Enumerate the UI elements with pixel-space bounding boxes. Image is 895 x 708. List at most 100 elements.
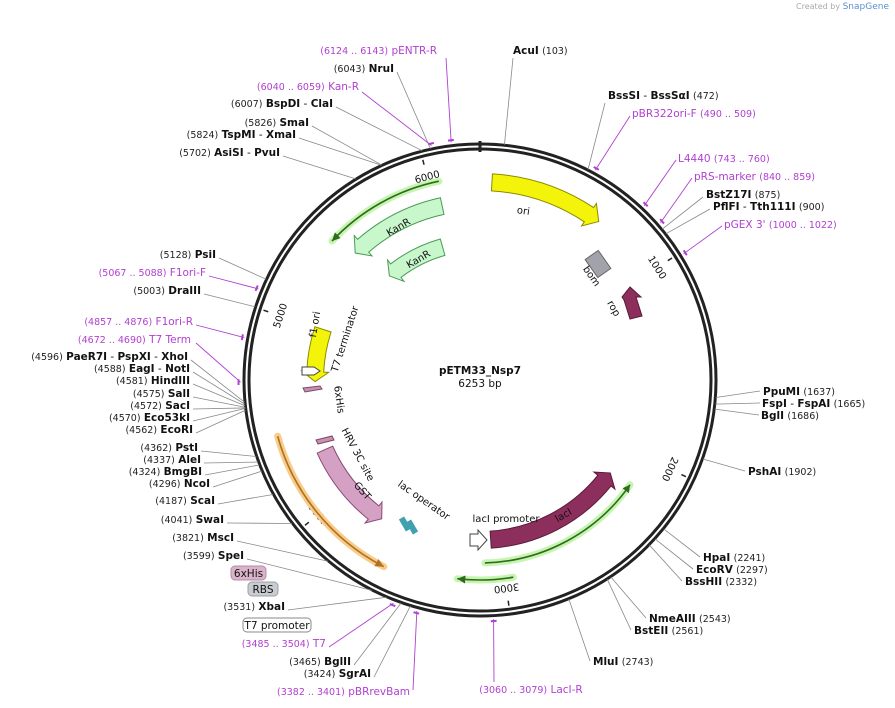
enzyme-position: (2241) xyxy=(734,553,766,564)
enzyme-text: PshAI (1902) xyxy=(748,466,816,478)
enzyme-leader xyxy=(217,494,274,505)
enzyme-name-2: Tth111I xyxy=(750,201,795,213)
enzyme-text: EcoRV (2297) xyxy=(696,564,768,576)
enzyme-label: (4041) SwaI xyxy=(161,514,224,526)
hrv3c-glyph xyxy=(315,435,335,445)
enzyme-leader xyxy=(203,461,259,464)
enzyme-name: HindIII xyxy=(151,375,190,387)
primer-text: (5067 .. 5088) F1ori-F xyxy=(99,267,206,279)
enzyme-name: PpuMI xyxy=(763,386,800,398)
enzyme-leader xyxy=(714,408,760,416)
enzyme-text: (3531) XbaI xyxy=(223,601,285,613)
enzyme-position: (4296) xyxy=(149,479,181,490)
enzyme-label: (4296) NcoI xyxy=(149,478,210,490)
enzyme-name: NruI xyxy=(369,63,394,75)
tick-mark xyxy=(507,600,510,606)
enzyme-text: (5824) TspMI - XmaI xyxy=(187,129,296,141)
his6-box-label: 6xHis xyxy=(234,568,263,580)
primer-range: (3060 .. 3079) xyxy=(479,685,547,696)
enzyme-name: TspMI xyxy=(222,129,256,141)
enzyme-position: (2561) xyxy=(672,626,704,637)
enzyme-text: (4581) HindIII xyxy=(116,375,190,387)
enzyme-text: (4575) SalI xyxy=(133,388,190,400)
enzyme-text: (4337) AleI xyxy=(143,454,201,466)
primer-range: (5067 .. 5088) xyxy=(99,268,167,279)
enzyme-label: MluI (2743) xyxy=(593,656,653,668)
enzyme-position: (1637) xyxy=(803,387,835,398)
enzyme-name: DraIII xyxy=(168,285,201,297)
enzyme-text: (6043) NruI xyxy=(334,63,394,75)
primer-text: (3060 .. 3079) LacI-R xyxy=(479,684,582,696)
enzyme-name: SwaI xyxy=(196,514,224,526)
enzyme-name-2: XmaI xyxy=(266,129,296,141)
enzyme-leader xyxy=(212,470,262,488)
primer-text: L4440 (743 .. 760) xyxy=(678,153,770,165)
primer-label: (3485 .. 3504) T7 xyxy=(242,602,396,650)
enzyme-position: (3531) xyxy=(223,602,255,613)
primer-label: (4672 .. 4690) T7 Term xyxy=(78,334,241,386)
enzyme-name: BglII xyxy=(324,656,351,668)
enzyme-leader xyxy=(298,137,382,166)
enzyme-text: (4570) Eco53kI xyxy=(109,412,190,424)
primer-leader xyxy=(445,57,452,143)
laci-arrow xyxy=(489,471,616,549)
enzyme-text: (3821) MscI xyxy=(172,532,234,544)
enzyme-labels-right: AcuI (103)BssSI - BssSαI (472)BstZ17I (8… xyxy=(513,45,865,668)
his6-box xyxy=(230,565,267,581)
tick-label: 1000 xyxy=(645,254,668,281)
primer-name: LacI-R xyxy=(550,684,582,696)
enzyme-position: (5824) xyxy=(187,130,219,141)
enzyme-name: BglI xyxy=(761,410,784,422)
enzyme-label: (3599) SpeI xyxy=(183,550,244,562)
primer-text: pGEX 3' (1000 .. 1022) xyxy=(724,219,837,231)
tick-label: 2000 xyxy=(659,455,680,483)
enzyme-label: (4562) EcoRI xyxy=(125,424,193,436)
primer-label: pGEX 3' (1000 .. 1022) xyxy=(682,219,837,256)
enzyme-text: (3465) BglII xyxy=(289,656,351,668)
his6-glyph xyxy=(302,385,323,393)
lac-operator-block xyxy=(398,516,412,532)
enzyme-position: (1686) xyxy=(787,411,819,422)
enzyme-name: SacI xyxy=(165,400,190,412)
enzyme-name: NmeAIII xyxy=(649,613,696,625)
enzyme-position: (5702) xyxy=(179,148,211,159)
enzyme-position: (4570) xyxy=(109,413,141,424)
enzyme-name: PaeR7I xyxy=(66,351,107,363)
enzyme-label: BstZ17I (875) xyxy=(706,189,780,201)
rbs-box-label: RBS xyxy=(253,584,274,596)
primer-range: (3382 .. 3401) xyxy=(277,687,345,698)
primer-label: (3382 .. 3401) pBRrevBam xyxy=(277,611,420,698)
enzyme-leader xyxy=(649,544,683,582)
primer-text: pBR322ori-F (490 .. 509) xyxy=(632,108,756,120)
enzyme-text: NmeAIII (2543) xyxy=(649,613,731,625)
enzyme-label: (5826) SmaI xyxy=(245,117,309,129)
enzyme-name: SgrAI xyxy=(339,668,371,680)
kanr-inner-arrow xyxy=(386,238,446,283)
enzyme-position: (4572) xyxy=(130,401,162,412)
snapgene-credit: Created by SnapGene xyxy=(796,2,889,12)
enzyme-name: AleI xyxy=(178,454,201,466)
plasmid-name: pETM33_Nsp7 xyxy=(439,365,521,377)
enzyme-leader xyxy=(610,576,647,619)
primer-name: Kan-R xyxy=(328,81,359,93)
enzyme-leader xyxy=(311,125,382,166)
lac-operator-block-2 xyxy=(405,519,419,535)
primer-name: L4440 xyxy=(678,153,711,165)
enzyme-text: (6007) BspDI - ClaI xyxy=(231,98,333,110)
enzyme-leader xyxy=(654,538,694,570)
primer-mark xyxy=(254,285,259,292)
primer-mark xyxy=(659,218,665,225)
enzyme-leader xyxy=(246,558,372,591)
enzyme-text: BssSI - BssSαI (472) xyxy=(608,90,719,102)
enzyme-label: (3424) SgrAI xyxy=(304,668,371,680)
enzyme-label: FspI - FspAI (1665) xyxy=(762,398,865,410)
enzyme-name: PstI xyxy=(175,442,198,454)
enzyme-position: (4337) xyxy=(143,455,175,466)
enzyme-label: (3531) XbaI xyxy=(223,601,285,613)
enzyme-text: PpuMI (1637) xyxy=(763,386,835,398)
enzyme-label: BstEII (2561) xyxy=(634,625,703,637)
bom-box xyxy=(584,249,612,279)
orf-lacz-head xyxy=(457,575,466,584)
enzyme-leader xyxy=(373,605,411,678)
enzyme-name: BspDI xyxy=(266,98,300,110)
